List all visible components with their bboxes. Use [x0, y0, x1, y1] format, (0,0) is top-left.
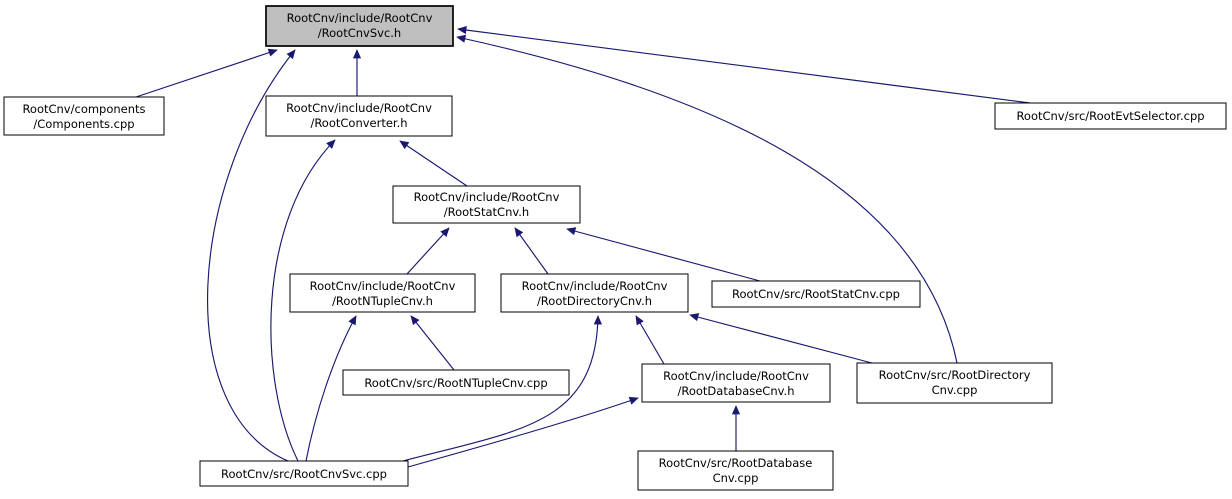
node-label-line1: RootCnv/include/RootCnv	[310, 279, 456, 293]
node-label-line2: /Components.cpp	[33, 117, 134, 131]
node-box[interactable]	[3, 96, 165, 136]
edge-rootcnvsvc-cpp-to-rootcnvsvc-h	[207, 49, 296, 462]
node-rootstatcnv-h[interactable]: RootCnv/include/RootCnv /RootStatCnv.h	[392, 185, 581, 224]
node-label-line1: RootCnv/include/RootCnv	[663, 369, 809, 383]
edge-components-cpp-to-rootcnvsvc-h	[135, 48, 278, 98]
node-rootcnvsvc-h: RootCnv/include/RootCnv /RootCnvSvc.h	[265, 5, 454, 47]
node-box	[265, 5, 454, 47]
node-box[interactable]	[856, 362, 1053, 404]
edge-rootstatcnv-h-to-rootconverter-h	[399, 140, 468, 187]
edge-rootcnvsvc-cpp-to-rootdatabasecnv-h	[407, 396, 639, 468]
edge-rootstatcnv-cpp-to-rootstatcnv-h	[566, 227, 761, 282]
edge-rootdatabasecnv-h-to-rootdirectorycnv-h	[635, 315, 665, 365]
node-label-line1: RootCnv/src/RootDatabase	[659, 456, 813, 470]
node-label-line2: /RootConverter.h	[310, 116, 407, 130]
edge-rootcnvsvc-cpp-to-rootconverter-h	[270, 139, 336, 462]
edge-rootdirectorycnv-cpp-to-rootcnvsvc-h	[456, 34, 958, 364]
node-label-line2: Cnv.cpp	[713, 471, 759, 485]
node-label-line2: /RootDirectoryCnv.h	[537, 294, 652, 308]
edge-rootntuplecnv-cpp-to-rootntuplecnv-h	[410, 315, 455, 371]
node-rootdatabasecnv-h[interactable]: RootCnv/include/RootCnv /RootDatabaseCnv…	[641, 363, 831, 403]
node-rootstatcnv-cpp[interactable]: RootCnv/src/RootStatCnv.cpp	[711, 280, 921, 308]
node-label-line2: /RootCnvSvc.h	[318, 26, 401, 40]
node-box[interactable]	[265, 95, 453, 137]
node-label-line1: RootCnv/src/RootStatCnv.cpp	[732, 287, 900, 301]
node-box[interactable]	[500, 273, 689, 313]
node-rootntuplecnv-h[interactable]: RootCnv/include/RootCnv /RootNTupleCnv.h	[289, 273, 476, 313]
node-label-line1: RootCnv/include/RootCnv	[286, 101, 432, 115]
node-label-line2: /RootNTupleCnv.h	[332, 294, 433, 308]
edge-rootcnvsvc-cpp-to-rootntuplecnv-h	[305, 315, 357, 462]
edge-rootevtselector-cpp-to-rootcnvsvc-h	[457, 26, 1031, 104]
node-label-line2: Cnv.cpp	[932, 383, 978, 397]
edge-rootdirectorycnv-h-to-rootstatcnv-h	[514, 227, 549, 275]
edge-rootdirectorycnv-cpp-to-rootdirectorycnv-h	[689, 313, 873, 364]
node-label-line2: /RootDatabaseCnv.h	[678, 384, 795, 398]
node-label-line1: RootCnv/src/RootCnvSvc.cpp	[221, 467, 387, 481]
node-label-line1: RootCnv/components	[22, 102, 145, 116]
node-rootcnvsvc-cpp[interactable]: RootCnv/src/RootCnvSvc.cpp	[199, 460, 409, 487]
node-label-line1: RootCnv/src/RootEvtSelector.cpp	[1016, 109, 1204, 123]
node-box[interactable]	[637, 450, 834, 491]
node-rootdirectorycnv-cpp[interactable]: RootCnv/src/RootDirectory Cnv.cpp	[856, 362, 1053, 404]
node-rootdirectorycnv-h[interactable]: RootCnv/include/RootCnv /RootDirectoryCn…	[500, 273, 689, 313]
node-box[interactable]	[994, 102, 1227, 130]
node-rootevtselector-cpp[interactable]: RootCnv/src/RootEvtSelector.cpp	[994, 102, 1227, 130]
node-box[interactable]	[392, 185, 581, 224]
edge-rootntuplecnv-h-to-rootstatcnv-h	[406, 227, 450, 275]
node-components-cpp[interactable]: RootCnv/components /Components.cpp	[3, 96, 165, 136]
node-label-line2: /RootStatCnv.h	[444, 205, 529, 219]
node-box[interactable]	[711, 280, 921, 308]
node-box[interactable]	[199, 460, 409, 487]
node-label-line1: RootCnv/src/RootNTupleCnv.cpp	[364, 376, 547, 390]
node-rootntuplecnv-cpp[interactable]: RootCnv/src/RootNTupleCnv.cpp	[342, 369, 570, 396]
node-label-line1: RootCnv/src/RootDirectory	[879, 368, 1031, 382]
node-box[interactable]	[641, 363, 831, 403]
node-label-line1: RootCnv/include/RootCnv	[287, 11, 433, 25]
node-label-line1: RootCnv/include/RootCnv	[522, 279, 668, 293]
node-rootconverter-h[interactable]: RootCnv/include/RootCnv /RootConverter.h	[265, 95, 453, 137]
node-rootdatabasecnv-cpp[interactable]: RootCnv/src/RootDatabase Cnv.cpp	[637, 450, 834, 491]
node-box[interactable]	[289, 273, 476, 313]
node-box[interactable]	[342, 369, 570, 396]
edge-layer	[135, 26, 1031, 468]
node-label-line1: RootCnv/include/RootCnv	[414, 190, 560, 204]
edge-rootcnvsvc-cpp-to-rootdirectorycnv-h	[402, 315, 602, 462]
